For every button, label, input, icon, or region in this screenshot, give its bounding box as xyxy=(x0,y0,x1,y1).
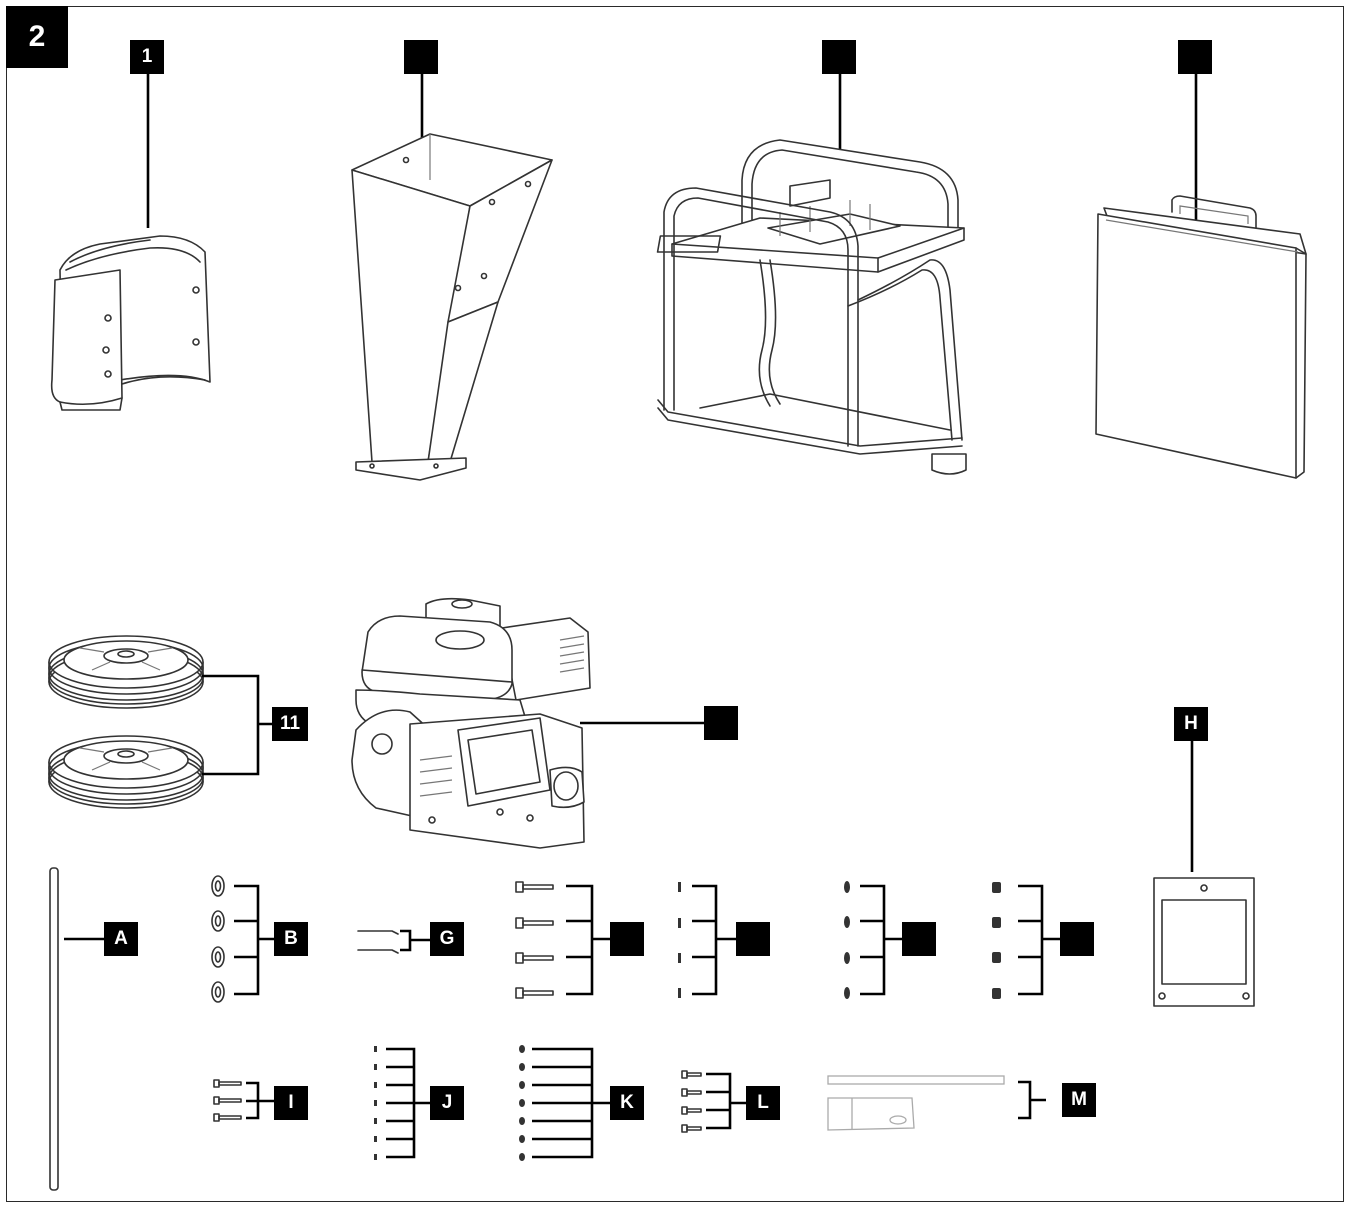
label-part-L: L xyxy=(746,1086,780,1120)
label-part-1: 1 xyxy=(130,40,164,74)
label-part-5 xyxy=(704,706,738,740)
wheel-upper xyxy=(48,635,204,709)
label-part-I: I xyxy=(274,1086,308,1120)
part-A-rod xyxy=(49,867,104,1191)
label-part-H: H xyxy=(1174,707,1208,741)
part-D-washers xyxy=(678,882,736,998)
label-part-A: A xyxy=(104,922,138,956)
label-part-G: G xyxy=(430,922,464,956)
figure-number: 2 xyxy=(6,6,68,68)
label-part-4 xyxy=(1178,40,1212,74)
wheel-lower xyxy=(48,735,204,809)
part-M-tool xyxy=(827,1075,1046,1131)
part-L-screws xyxy=(681,1070,746,1133)
part-2-hopper xyxy=(351,72,553,481)
part-C-bolts xyxy=(515,881,610,999)
part-H-plate xyxy=(1153,740,1255,1007)
part-B-washers xyxy=(211,875,274,1003)
part-E-lockwashers xyxy=(844,881,902,999)
label-part-D xyxy=(736,922,770,956)
label-part-E xyxy=(902,922,936,956)
label-part-B: B xyxy=(274,922,308,956)
label-part-2 xyxy=(404,40,438,74)
label-part-3 xyxy=(822,40,856,74)
part-1-cover xyxy=(50,72,211,411)
part-4-panel xyxy=(1095,72,1307,479)
label-part-C xyxy=(610,922,644,956)
label-part-K: K xyxy=(610,1086,644,1120)
part-K-parts xyxy=(519,1045,610,1161)
part-G-pins xyxy=(357,929,430,954)
diagram-frame xyxy=(6,6,1344,1202)
label-part-J: J xyxy=(430,1086,464,1120)
label-part-11: 11 xyxy=(272,707,308,741)
label-part-M: M xyxy=(1062,1083,1096,1117)
part-5-engine xyxy=(351,597,704,849)
part-3-frame xyxy=(656,72,967,475)
part-F-nuts xyxy=(992,882,1060,999)
part-11-wheels xyxy=(48,635,272,809)
part-I-screws xyxy=(213,1079,274,1122)
part-J-parts xyxy=(374,1046,432,1160)
label-part-F xyxy=(1060,922,1094,956)
